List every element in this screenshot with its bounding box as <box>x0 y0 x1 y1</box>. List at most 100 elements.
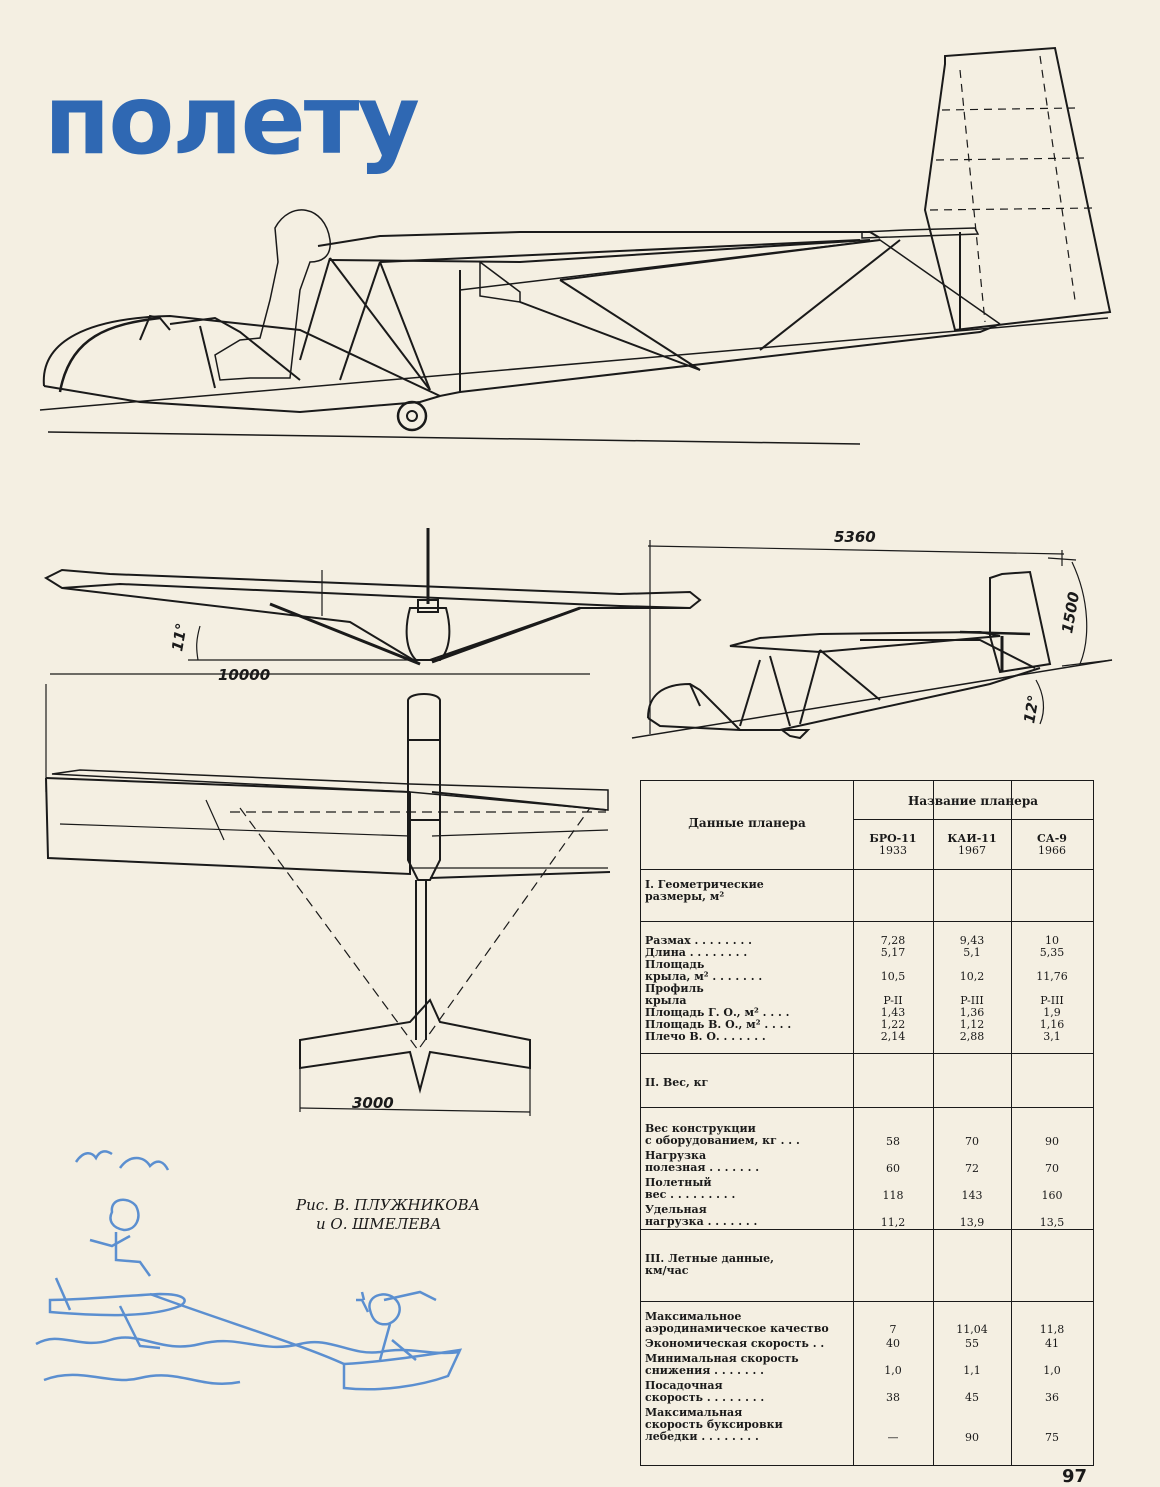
row-value: 11,76 <box>1036 970 1068 983</box>
cartoon-illustration <box>35 1150 463 1391</box>
row-label-line: Площадь Г. О., м² . . . . <box>645 1007 790 1019</box>
row-value: 11,04 <box>956 1322 988 1336</box>
row-label: Площадь В. О., м² . . . . <box>645 1019 851 1031</box>
row-label-line: Максимальное <box>645 1311 742 1323</box>
row-value: 1,0 <box>1043 1364 1061 1377</box>
front-span-label: 10000 <box>218 666 270 684</box>
side-angle-label: 12° <box>1020 694 1043 725</box>
row-value: 5,35 <box>1039 946 1065 959</box>
row-value: P-III <box>960 994 984 1007</box>
header-divider <box>853 819 1093 820</box>
stab-span-label: 3000 <box>352 1094 394 1112</box>
row-value: 2,88 <box>959 1030 985 1043</box>
section-title: III. Летные данные, км/час <box>645 1252 774 1277</box>
side-height-label: 1500 <box>1058 590 1083 634</box>
row-value: 1,36 <box>959 1006 985 1019</box>
col-divider <box>933 781 934 1465</box>
row-label-line: Профиль <box>645 983 704 995</box>
row-divider <box>641 921 1093 922</box>
row-value: 75 <box>1045 1430 1059 1444</box>
glider-year: 1933 <box>879 844 907 857</box>
row-label-line: Минимальная скорость <box>645 1352 799 1365</box>
row-label-line: Вес конструкции <box>645 1123 756 1135</box>
row-label-line: скорость буксировки <box>645 1417 783 1431</box>
headline: полету <box>44 64 420 176</box>
side-view-small <box>631 540 1113 740</box>
front-view <box>43 528 702 675</box>
row-value: 5,17 <box>880 946 906 959</box>
row-value: 72 <box>965 1161 979 1175</box>
row-label-line: аэродинамическое качество <box>645 1322 829 1335</box>
row-value: 1,22 <box>880 1018 906 1031</box>
row-value: 10,2 <box>959 970 985 983</box>
row-value: 45 <box>965 1391 979 1404</box>
row-value: 90 <box>965 1430 979 1444</box>
row-value: 1,43 <box>880 1006 906 1019</box>
page-number: 97 <box>1062 1466 1088 1487</box>
row-label: Площадь Г. О., м² . . . . <box>645 1007 851 1019</box>
row-value: 58 <box>886 1134 900 1148</box>
row-value: 70 <box>1045 1161 1059 1175</box>
row-value: 10,5 <box>880 970 906 983</box>
row-label-line: с оборудованием, кг . . . <box>645 1134 800 1147</box>
row-label-line: Длина . . . . . . . . <box>645 947 748 959</box>
front-angle-label: 11° <box>168 622 191 653</box>
row-value: 70 <box>965 1134 979 1148</box>
row-value: 118 <box>882 1188 904 1202</box>
glider-year: 1966 <box>1038 844 1066 857</box>
section-title: II. Вес, кг <box>645 1076 709 1089</box>
col-divider <box>1011 781 1012 1465</box>
row-divider <box>641 1301 1093 1302</box>
col-divider <box>853 781 854 1465</box>
glider-col-3: СА-9 1966 <box>1011 833 1093 857</box>
row-label-line: снижения . . . . . . . <box>645 1363 764 1377</box>
glider-name: КАИ-11 <box>947 832 997 845</box>
row-value: P-II <box>883 994 903 1007</box>
glider-specs-table: Данные планера Название планера БРО-11 1… <box>640 780 1094 1466</box>
row-value: 10 <box>1045 934 1059 947</box>
glider-year: 1967 <box>958 844 986 857</box>
row-label-line: крыла, м² . . . . . . . <box>645 970 763 983</box>
row-value: 11,2 <box>880 1215 906 1229</box>
row-value: 13,5 <box>1039 1215 1065 1229</box>
row-label-line: Удельная <box>645 1204 707 1216</box>
row-label: Размах . . . . . . . . <box>645 935 851 947</box>
row-label-line: скорость . . . . . . . . <box>645 1390 765 1404</box>
row-value: 7,28 <box>880 934 906 947</box>
row-value: 11,8 <box>1039 1322 1065 1336</box>
row-label-line: Полетный <box>645 1177 712 1189</box>
row-label-line: Площадь <box>645 959 705 971</box>
row-label-line: Плечо В. О. . . . . . . <box>645 1031 766 1043</box>
row-label-line: крыла <box>645 994 687 1007</box>
row-divider <box>641 1107 1093 1108</box>
row-label-line: лебедки . . . . . . . . <box>645 1429 759 1443</box>
row-label-line: вес . . . . . . . . . <box>645 1188 736 1201</box>
row-value: 3,1 <box>1043 1030 1061 1043</box>
section-title: I. Геометрические размеры, м² <box>645 878 764 903</box>
row-label-line: нагрузка . . . . . . . <box>645 1215 758 1228</box>
row-value: 143 <box>961 1188 983 1202</box>
side-view-large <box>39 46 1112 445</box>
row-label-line: Нагрузка <box>645 1150 707 1162</box>
row-label-line: Размах . . . . . . . . <box>645 935 752 947</box>
credit-line-2: и О. ШМЕЛЕВА <box>316 1215 442 1233</box>
side-length-label: 5360 <box>834 528 876 546</box>
name-header: Название планера <box>908 794 1038 808</box>
row-value: 41 <box>1045 1337 1059 1350</box>
row-value: 13,9 <box>959 1215 985 1229</box>
row-label: Длина . . . . . . . . <box>645 947 851 959</box>
row-value: 40 <box>886 1337 900 1350</box>
row-divider <box>641 1229 1093 1230</box>
row-divider <box>641 1053 1093 1054</box>
row-value: 38 <box>886 1391 900 1404</box>
row-label: Плечо В. О. . . . . . . <box>645 1031 851 1043</box>
row-value: 36 <box>1045 1391 1059 1404</box>
row-value: 90 <box>1045 1134 1059 1148</box>
row-value: — <box>887 1430 899 1444</box>
